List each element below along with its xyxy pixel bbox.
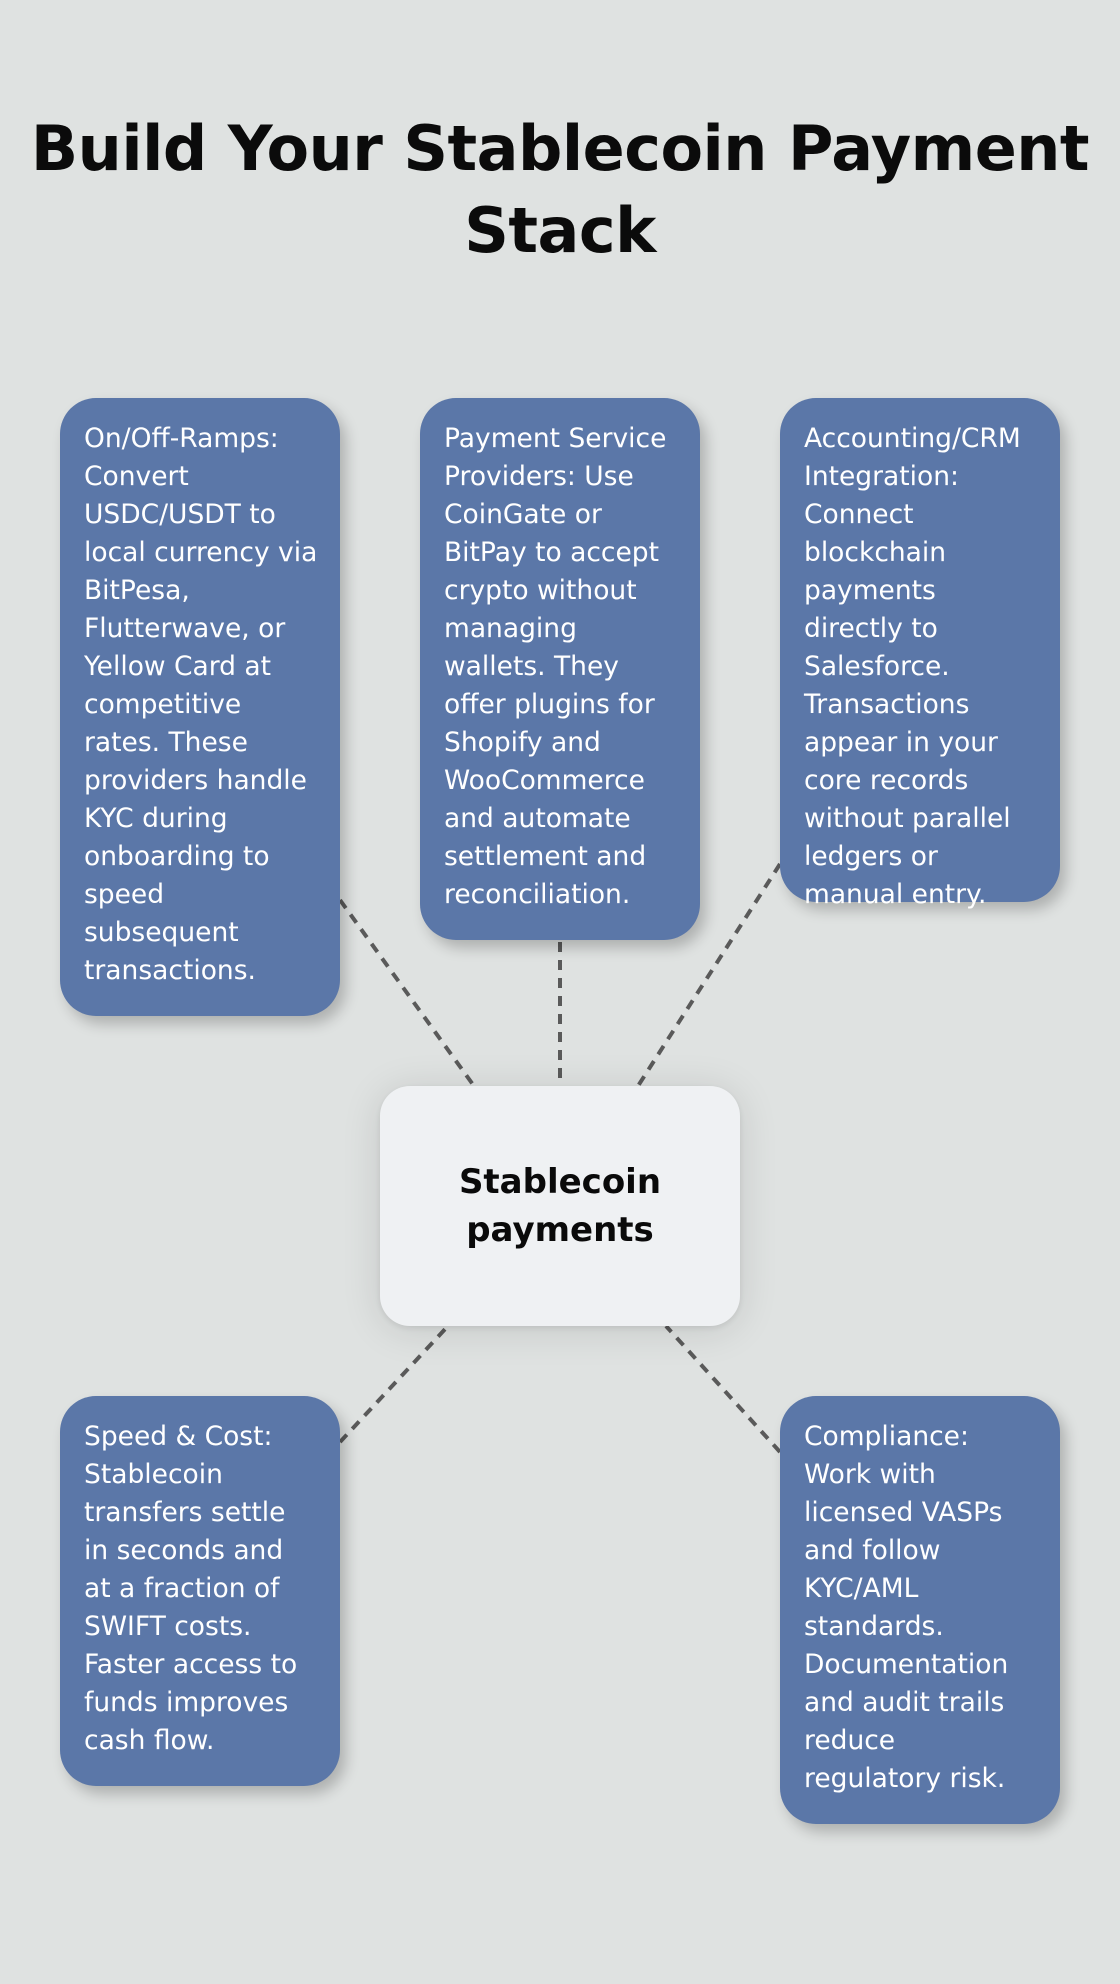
node-text: Compliance: Work with licensed VASPs and… [804, 1421, 1009, 1794]
node-compliance: Compliance: Work with licensed VASPs and… [780, 1396, 1060, 1824]
node-on-off-ramps: On/Off-Ramps: Convert USDC/USDT to local… [60, 398, 340, 1016]
node-text: Accounting/CRM Integration: Connect bloc… [804, 423, 1021, 910]
node-speed-cost: Speed & Cost: Stablecoin transfers settl… [60, 1396, 340, 1786]
node-payment-service-providers: Payment Service Providers: Use CoinGate … [420, 398, 700, 940]
central-node-label: Stablecoin payments [458, 1162, 662, 1250]
node-text: Payment Service Providers: Use CoinGate … [444, 423, 667, 910]
node-accounting-crm-integration: Accounting/CRM Integration: Connect bloc… [780, 398, 1060, 910]
node-text: Speed & Cost: Stablecoin transfers settl… [84, 1421, 298, 1756]
page-title: Build Your Stablecoin Payment Stack [30, 112, 1090, 267]
connector-on-off-ramps [338, 898, 476, 1088]
central-node: Stablecoin payments [380, 1086, 740, 1326]
node-text: On/Off-Ramps: Convert USDC/USDT to local… [84, 423, 318, 986]
connector-accounting-crm [636, 862, 782, 1088]
connector-compliance [664, 1324, 782, 1454]
connector-speed-cost [338, 1324, 450, 1444]
